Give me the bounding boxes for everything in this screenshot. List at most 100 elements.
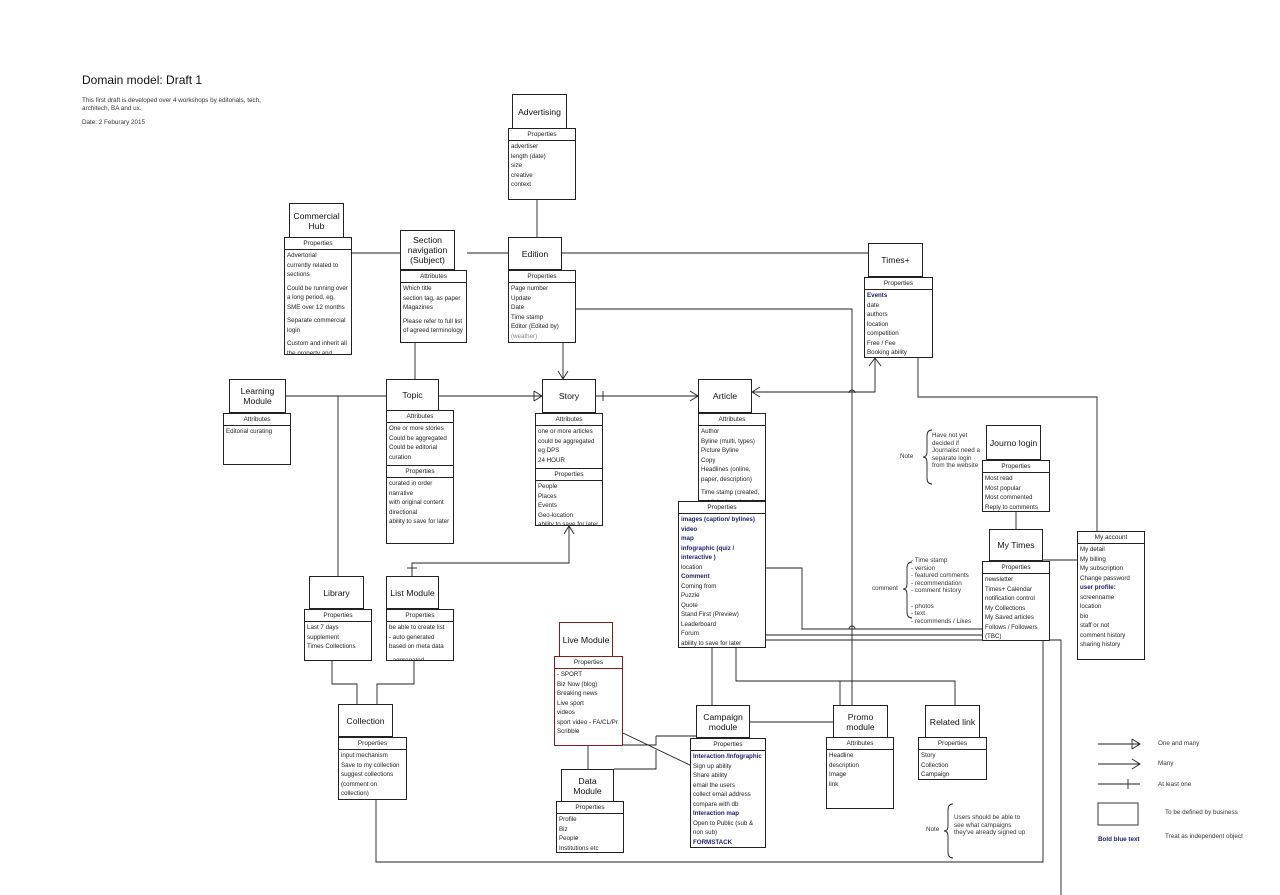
section-header: Properties [983,562,1049,574]
attribute-item: Headline [829,752,854,759]
attribute-item: Booking ability [867,349,907,356]
section-header: Attributes [699,414,765,426]
attribute-item: screenname [1080,593,1115,601]
attribute-item: Free / Fee [867,339,896,347]
section-items: Editorial curating [224,426,290,440]
attribute-item: My Collections [985,604,1026,612]
attribute-item: advertiser [511,143,539,150]
attribute-item: People [538,483,558,490]
attribute-item: Custom and inherit all the property and … [287,340,347,355]
attribute-item: Byline (multi, types) [701,437,755,445]
entity-advertising[interactable]: Advertising [512,94,567,129]
entity-my-times[interactable]: My Times [989,529,1043,561]
section-header: Properties [555,657,622,669]
section-header: Properties [679,502,765,514]
attribute-item: Collection [921,761,949,769]
attribute-item: compare with db [693,800,739,808]
attribute-item: Could be editorial curation [389,444,438,461]
attribute-item: Time stamp (created, published, updated) [701,489,760,500]
entity-library[interactable]: Library [309,576,364,609]
entity-story[interactable]: Story [542,379,596,413]
attribute-item: currently related to sections [287,261,339,279]
attribute-item: 24 HOUR [538,456,565,464]
attribute-item: My detail [1080,546,1105,553]
attribute-item: notification control [985,595,1035,602]
attribute-item: FORMSTACK [693,838,733,846]
entity-live-module[interactable]: Live Module [559,622,613,657]
attribute-item: user profile: [1080,584,1116,591]
attribute-item: Breaking news [557,690,598,697]
attribute-item: sport video - FA/CL/Pr [557,718,618,726]
entity-times-plus[interactable]: Times+ [868,243,923,277]
section-header: My account [1078,532,1144,544]
attribute-item: Editorial curating [226,428,273,435]
attribute-item: Institutions etc [559,844,599,852]
attribute-item: newsletter [985,576,1014,583]
attribute-item: Please refer to full list of agreed term… [403,317,463,335]
attribute-item: Save to my collection [341,761,400,769]
attribute-item: could be aggregated [538,437,595,445]
attribute-item: Last 7 days supplement [307,624,339,641]
page-title: Domain model: Draft 1 [82,73,203,87]
attribute-item: authors [867,311,888,318]
attribute-item: directional [389,508,418,516]
entity-campaign-module[interactable]: Campaign module [696,705,750,738]
section-header: Properties [509,129,575,141]
entity-learning-module[interactable]: Learning Module [229,379,286,413]
attribute-item: ability to save for later [538,521,599,526]
attribute-item: section tag, as paper [403,294,461,302]
attribute-item: Puzzle [681,592,700,599]
section-header: Attributes [224,414,290,426]
attribute-item: images (caption/ bylines) [681,516,755,523]
entity-article[interactable]: Article [698,379,752,413]
attribute-item: My billing [1080,555,1106,563]
entity-topic[interactable]: Topic [386,379,439,411]
entity-collection[interactable]: Collection [338,704,393,737]
attribute-item: collect email address [693,791,751,798]
attribute-item: map [681,535,694,542]
attribute-item: Most popular [985,484,1021,492]
section-header: Properties [557,802,623,814]
attribute-item: be able to create list [389,624,445,631]
attribute-item: location [681,563,703,571]
attribute-item: My Saved articles [985,614,1034,621]
attribute-item: Author [701,428,720,435]
section-header: Properties [983,461,1049,473]
section-header: Properties [285,238,351,250]
attribute-item: Biz [559,825,568,833]
note-campaign-label: Note [926,826,940,833]
entity-section-navigation[interactable]: Section navigation (Subject) [400,230,455,270]
page-date: Date: 2 Feburary 2015 [82,119,146,126]
section-items: be able to create list- auto generated b… [387,622,453,660]
entity-data-module[interactable]: Data Module [561,769,614,802]
entity-promo-module[interactable]: Promo module [833,705,888,738]
legend-box-shape [1097,802,1139,826]
entity-list-module[interactable]: List Module [386,576,439,609]
attribute-item: Times+ Calendar [985,585,1033,593]
legend-to-be-defined: To be defined by business [1165,809,1238,816]
attribute-item: Editor (Edited by) [511,323,559,330]
entity-journo-login[interactable]: Journo login [986,425,1041,460]
attribute-item: with original content [389,499,444,506]
attribute-item: Scribble [557,728,580,735]
attribute-item: location [1080,603,1102,610]
attribute-item: (comment on collection) [341,780,378,798]
section-header: Properties [919,738,986,750]
attribute-item: One or more stories [389,425,444,432]
attribute-item: Share ability [693,772,728,779]
entity-edition[interactable]: Edition [508,237,562,270]
entity-commercial-hub[interactable]: Commercial Hub [289,203,344,238]
attribute-item: Follows / Followers (TBC) [985,623,1038,641]
attribute-item: description [829,761,859,769]
section-header: Attributes [401,271,466,283]
entity-related-link[interactable]: Related link [925,705,980,738]
